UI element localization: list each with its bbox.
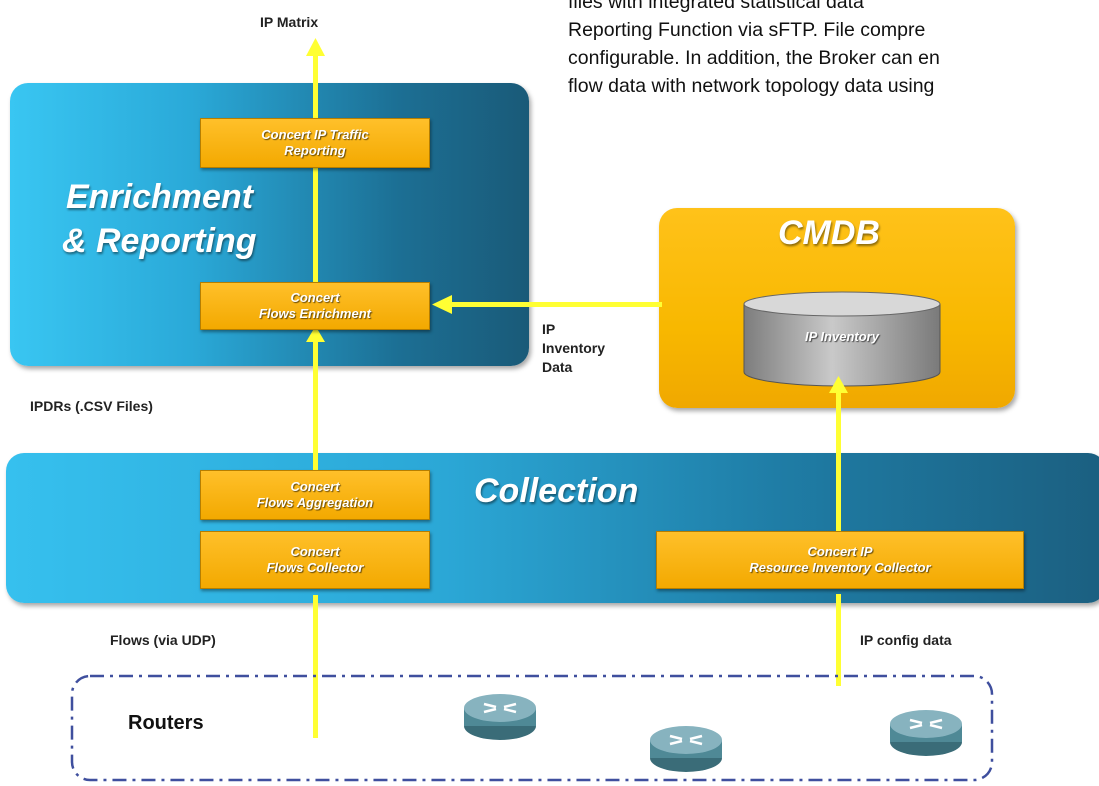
- box-label: Concert IP: [807, 544, 873, 559]
- box-label: Flows Collector: [266, 560, 364, 575]
- paragraph-line: flow data with network topology data usi…: [568, 75, 935, 97]
- routers-region: [70, 674, 994, 782]
- ipdrs-label: IPDRs (.CSV Files): [30, 398, 153, 414]
- cmdb-title: CMDB: [778, 214, 880, 252]
- ip-inventory-data-label: IP Inventory Data: [542, 320, 605, 377]
- flows-enrichment-box: Concert Flows Enrichment: [200, 282, 430, 330]
- enrichment-title: Enrichment: [66, 178, 254, 216]
- paragraph-line: configurable. In addition, the Broker ca…: [568, 47, 940, 69]
- collection-title: Collection: [474, 472, 639, 510]
- flows-udp-label: Flows (via UDP): [110, 632, 216, 648]
- router-icon: [464, 694, 536, 740]
- resource-inventory-collector-box: Concert IP Resource Inventory Collector: [656, 531, 1024, 589]
- description-paragraph: files with integrated statistical data R…: [568, 0, 1098, 100]
- paragraph-line: Reporting Function via sFTP. File compre: [568, 19, 926, 41]
- box-label: Concert: [290, 479, 340, 494]
- box-label: Concert: [290, 544, 340, 559]
- ip-config-label: IP config data: [860, 632, 952, 648]
- label-line: Inventory: [542, 340, 606, 356]
- flows-collector-box: Concert Flows Collector: [200, 531, 430, 589]
- label-line: Data: [542, 359, 573, 375]
- box-label: Reporting: [284, 143, 346, 158]
- box-label: Flows Aggregation: [256, 495, 374, 510]
- flows-aggregation-box: Concert Flows Aggregation: [200, 470, 430, 520]
- box-label: Resource Inventory Collector: [749, 560, 931, 575]
- router-icon: [650, 726, 722, 772]
- ip-matrix-label: IP Matrix: [260, 14, 319, 30]
- box-label: Flows Enrichment: [259, 306, 371, 321]
- routers-label: Routers: [128, 712, 204, 734]
- paragraph-line: files with integrated statistical data: [568, 0, 864, 13]
- ip-inventory-cylinder: [743, 291, 941, 387]
- label-line: IP: [542, 321, 556, 337]
- ip-inventory-label: IP Inventory: [805, 329, 879, 344]
- box-label: Concert: [290, 290, 340, 305]
- router-icon: [890, 710, 962, 756]
- reporting-title: & Reporting: [62, 222, 257, 260]
- box-label: Concert IP Traffic: [261, 127, 369, 142]
- traffic-reporting-box: Concert IP Traffic Reporting: [200, 118, 430, 168]
